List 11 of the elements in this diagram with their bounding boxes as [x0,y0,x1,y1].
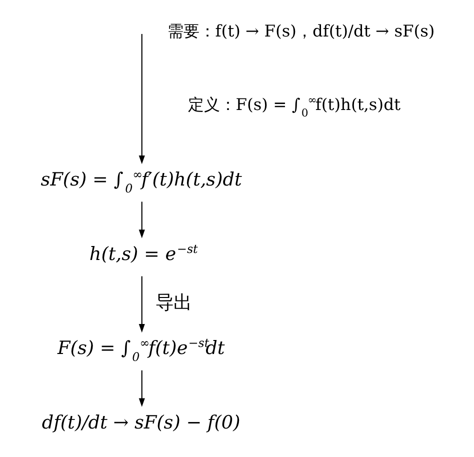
label: 定义：F(s) = ∫$_{0}$$^{∞}$f(t)h(t,s)dt [188,93,400,120]
node-text: h(t,s) = e$^{−st}$ [89,241,198,264]
label: 需要：f(t) → F(s)，df(t)/dt → sF(s) [167,21,435,40]
node-text: sF(s) = ∫$_{0}$$^{∞}$f′(t)h(t,s)dt [40,166,242,195]
node-text: df(t)/dt → sF(s) − f(0) [42,412,240,434]
arrow [138,370,145,406]
arrow [138,201,145,238]
edge-label: 导出 [155,292,192,314]
arrow [138,276,145,332]
arrow [138,33,145,164]
node-text: F(s) = ∫$_{0}$$^{∞}$f(t)e$^{−st}$dt [58,335,225,364]
